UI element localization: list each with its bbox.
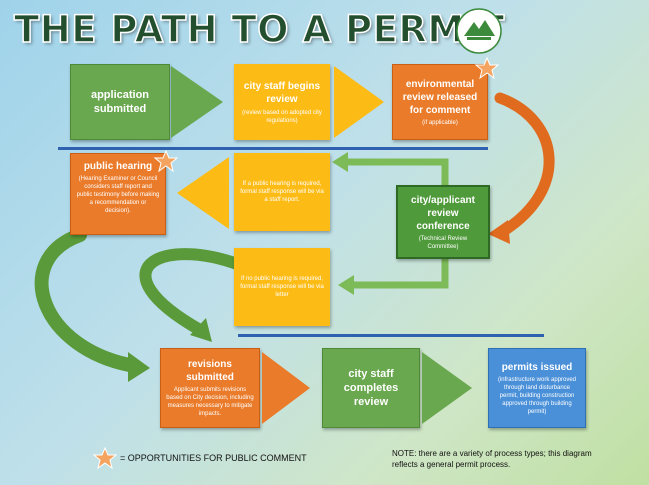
step-title: permits issued [501, 361, 573, 373]
step-staff-begins-review: city staff begins review (review based o… [234, 64, 330, 140]
step-subtitle: (Hearing Examiner or Council considers s… [76, 176, 160, 214]
step-environmental-review: environmental review released for commen… [392, 64, 488, 140]
step-application-submitted: application submitted [70, 64, 170, 140]
step-review-conference: city/applicant review conference (Techni… [396, 185, 490, 259]
divider-top [58, 147, 488, 150]
curve-arrowhead-hearing [128, 352, 150, 382]
step-subtitle: Applicant submits revisions based on Cit… [166, 387, 254, 417]
step-subtitle: (Technical Review Committee) [418, 235, 468, 250]
arrowhead-to-letter [338, 275, 354, 295]
curve-arrow-environmental-to-conference [494, 92, 555, 238]
step-subtitle: (if applicable) [422, 119, 458, 126]
step-title: environmental review released for commen… [402, 78, 478, 116]
step-subtitle: (review based on adopted city regulation… [242, 109, 322, 124]
curve-arrowhead-letter [190, 318, 212, 342]
step-staff-completes-review: city staff completes review [322, 348, 420, 428]
step-permits-issued: permits issued (infrastructure work appr… [488, 348, 586, 428]
arrow-application-to-review [171, 66, 223, 138]
step-title: city/applicant review conference [411, 194, 475, 232]
step-public-hearing: public hearing (Hearing Examiner or Coun… [70, 153, 166, 235]
step-subtitle: If no public hearing is required, formal… [240, 276, 324, 298]
step-title: revisions submitted [186, 359, 234, 383]
arrow-conference-to-staff-report [345, 158, 449, 185]
step-revisions-submitted: revisions submitted Applicant submits re… [160, 348, 260, 428]
curve-arrow-hearing-to-revisions [34, 228, 142, 373]
process-note: NOTE: there are a variety of process typ… [392, 449, 592, 469]
curve-arrowhead-orange [488, 220, 510, 244]
page-title: THE PATH TO A PERMIT [13, 7, 505, 52]
legend-text: = OPPORTUNITIES FOR PUBLIC COMMENT [120, 453, 307, 463]
step-title: city staff begins review [243, 80, 321, 105]
arrow-completes-to-permits [422, 352, 472, 424]
arrow-conference-to-letter [352, 258, 449, 289]
arrowhead-to-staff-report [332, 152, 348, 172]
arrow-staff-report-to-hearing [177, 157, 229, 229]
step-staff-report: If a public hearing is required, formal … [234, 153, 330, 231]
step-title: application submitted [90, 89, 150, 115]
divider-bottom [238, 334, 544, 337]
step-title: city staff completes review [343, 368, 399, 408]
arrow-revisions-to-completes [262, 352, 310, 424]
step-subtitle: If a public hearing is required, formal … [240, 181, 324, 203]
step-title: public hearing [83, 161, 153, 172]
step-subtitle: (infrastructure work approved through la… [497, 376, 577, 415]
arrow-review-to-environmental [334, 66, 384, 138]
curve-arrow-letter-to-revisions [139, 248, 246, 336]
step-letter-response: If no public hearing is required, formal… [234, 248, 330, 326]
